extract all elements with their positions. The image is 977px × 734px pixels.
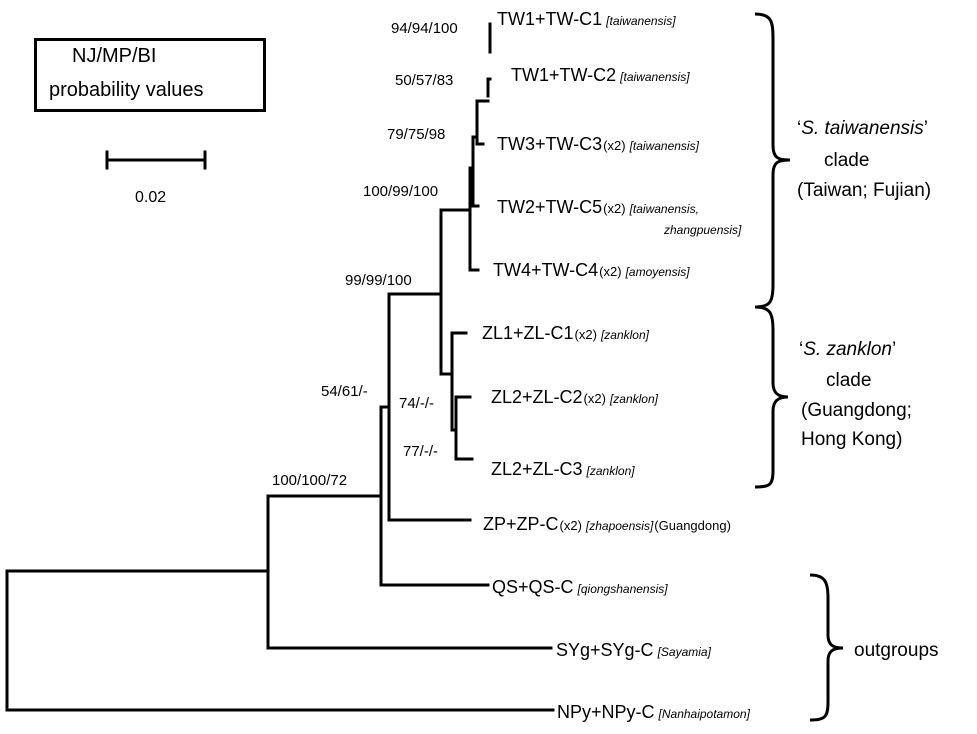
outgroups-brace (809, 573, 844, 722)
taxon-label: NPy+NPy-C[Nanhaipotamon] (557, 702, 751, 722)
clade-region: (Guangdong; (801, 400, 912, 421)
taxon-label: TW1+TW-C1[taiwanensis] (497, 9, 676, 29)
clade-braces (754, 12, 844, 722)
support-values: 94/94/100 50/57/83 79/75/98 100/99/100 9… (272, 20, 458, 489)
support-label: 77/-/- (403, 443, 438, 460)
taxon-label: SYg+SYg-C[Sayamia] (556, 640, 712, 660)
support-label: 79/75/98 (387, 126, 445, 143)
clade-word: clade (826, 370, 871, 391)
taxon-label: TW4+TW-C4(x2)[amoyensis] (493, 260, 690, 280)
legend-box: NJ/MP/BI probability values (34, 38, 266, 112)
support-label: 50/57/83 (395, 72, 453, 89)
clade-word: clade (824, 150, 869, 171)
taxon-note-continued: zhangpuensis] (663, 223, 742, 237)
scale-label: 0.02 (135, 189, 166, 206)
taxon-label: ZL2+ZL-C3[zanklon] (491, 459, 635, 479)
legend-subtitle: probability values (49, 79, 204, 101)
taiwanensis-brace (754, 12, 791, 309)
support-label: 54/61/- (321, 383, 368, 400)
taiwanensis-clade-title: ‘S. taiwanensis’ (797, 118, 928, 139)
support-label: 94/94/100 (391, 20, 458, 37)
support-label: 100/99/100 (363, 183, 438, 200)
taxon-label: ZL1+ZL-C1(x2)[zanklon] (482, 323, 650, 343)
taxon-label: TW3+TW-C3(x2)[taiwanensis] (497, 134, 700, 154)
taxon-label: ZP+ZP-C(x2)[zhapoensis](Guangdong) (483, 514, 731, 534)
support-label: 99/99/100 (345, 272, 412, 289)
taxon-label: TW2+TW-C5(x2)[taiwanensis, (497, 197, 699, 217)
taxon-label: TW1+TW-C2[taiwanensis] (511, 65, 690, 85)
taxon-labels: TW1+TW-C1[taiwanensis] TW1+TW-C2[taiwane… (482, 9, 751, 722)
support-label: 100/100/72 (272, 472, 347, 489)
scale-bar: 0.02 (105, 150, 207, 206)
taxon-label: QS+QS-C[qiongshanensis] (492, 577, 668, 597)
taxon-label: ZL2+ZL-C2(x2)[zanklon] (491, 387, 659, 407)
zanklon-brace (754, 305, 789, 489)
legend-title: NJ/MP/BI (72, 45, 157, 67)
clade-region: Hong Kong) (801, 429, 902, 450)
tree-branches (5, 22, 555, 712)
outgroups-label: outgroups (854, 640, 939, 661)
support-label: 74/-/- (399, 395, 434, 412)
zanklon-clade-title: ‘S. zanklon’ (799, 339, 896, 360)
clade-region: (Taiwan; Fujian) (797, 180, 931, 201)
clade-labels: ‘S. taiwanensis’ clade (Taiwan; Fujian) … (797, 118, 939, 661)
